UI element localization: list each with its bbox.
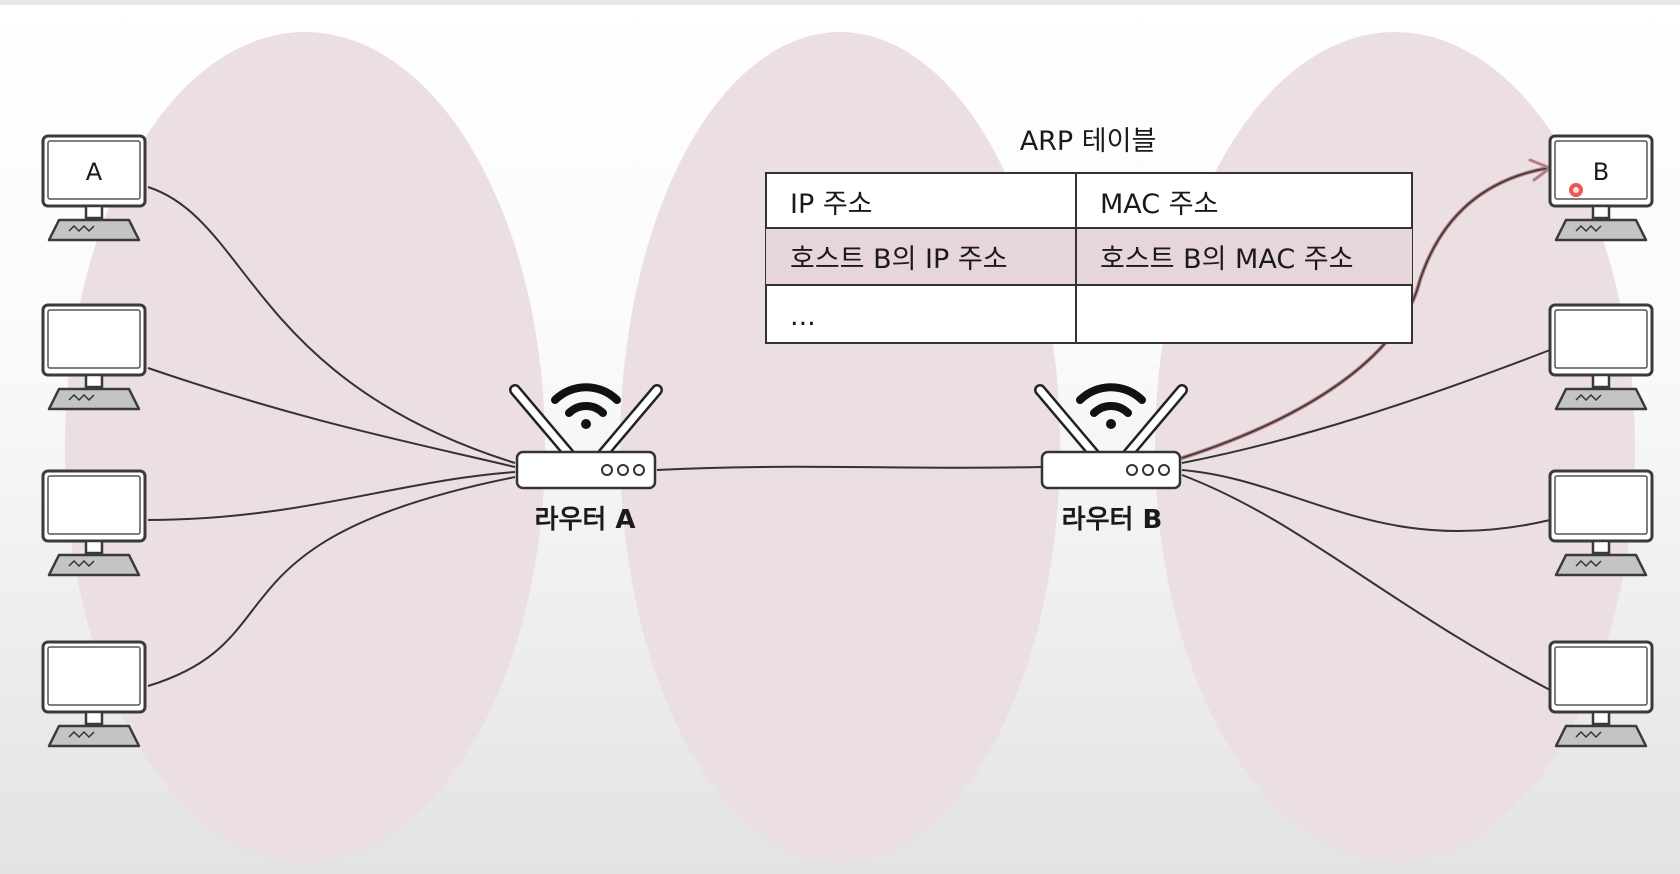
host-computer-left-1: A (41, 134, 147, 242)
keyboard-icon (1554, 218, 1648, 242)
host-label-left-1: A (86, 158, 103, 186)
wires-right (1181, 349, 1551, 691)
arp-cell-mac: 호스트 B의 MAC 주소 (1100, 244, 1353, 275)
host-computer-left-2 (41, 303, 147, 411)
arp-cell-ip: 호스트 B의 IP 주소 (790, 244, 1008, 275)
arp-header-ip: IP 주소 (790, 189, 873, 220)
monitor-icon (41, 469, 147, 543)
router-a (509, 383, 663, 490)
router-a-label: 라우터 A (535, 505, 636, 535)
keyboard-icon (47, 387, 141, 411)
monitor-icon (41, 303, 147, 377)
router-b (1034, 383, 1188, 490)
network-region-middle (620, 32, 1060, 862)
host-computer-right-1: B (1548, 134, 1654, 242)
wire-router-a-to-b (656, 465, 1043, 471)
network-region-left (65, 32, 545, 862)
wires-left (147, 186, 516, 687)
cursor-indicator (1569, 183, 1583, 197)
wifi-icon (551, 383, 621, 429)
keyboard-icon (47, 218, 141, 242)
arp-table-highlight-row (766, 228, 1412, 285)
keyboard-icon (47, 724, 141, 748)
monitor-icon (1548, 469, 1654, 543)
router-b-label: 라우터 B (1062, 505, 1163, 535)
keyboard-icon (1554, 724, 1648, 748)
host-computer-left-3 (41, 469, 147, 577)
host-computer-right-4 (1548, 640, 1654, 748)
monitor-icon (1548, 640, 1654, 714)
arp-header-mac: MAC 주소 (1100, 189, 1218, 220)
arp-table-title: ARP 테이블 (1020, 126, 1157, 157)
keyboard-icon (1554, 387, 1648, 411)
keyboard-icon (1554, 553, 1648, 577)
host-computer-right-2 (1548, 303, 1654, 411)
monitor-icon (1548, 303, 1654, 377)
host-label-right-1: B (1593, 158, 1609, 186)
wifi-icon (1076, 383, 1146, 429)
arp-table: IP 주소 MAC 주소 호스트 B의 IP 주소 호스트 B의 MAC 주소 … (765, 172, 1413, 344)
monitor-icon (41, 640, 147, 714)
top-strip (0, 0, 1680, 5)
host-computer-right-3 (1548, 469, 1654, 577)
host-computer-left-4 (41, 640, 147, 748)
keyboard-icon (47, 553, 141, 577)
arp-cell-ellipsis: ... (790, 301, 816, 332)
